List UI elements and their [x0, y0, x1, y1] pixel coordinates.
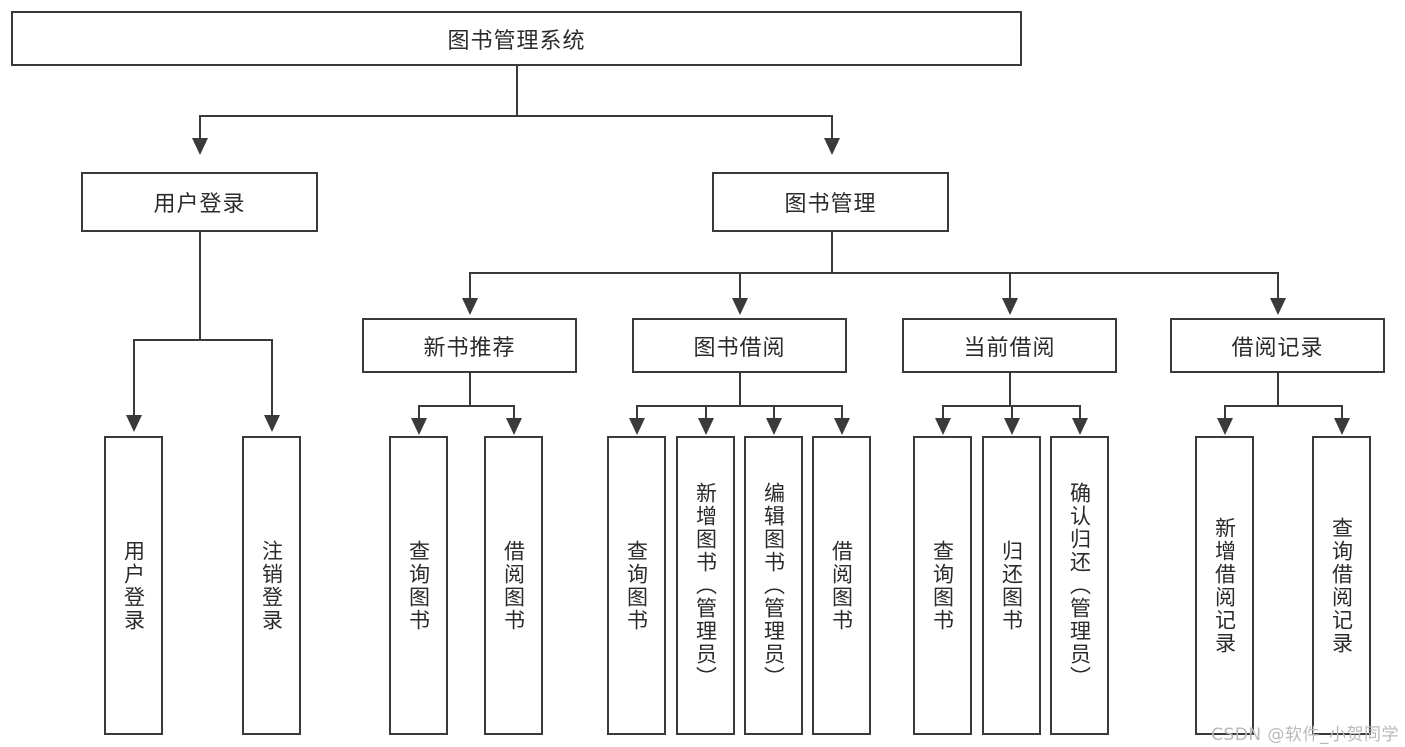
node-label: 当前借阅 — [963, 335, 1056, 361]
arrow-user-login-to-leaf-2 — [264, 415, 280, 432]
connector-root-drop-book-management — [831, 115, 833, 140]
node-book-borrow[interactable]: 图书借阅 — [632, 318, 847, 373]
connector-current-borrow-drop-2 — [1011, 405, 1013, 420]
connector-current-borrow-bus — [942, 405, 1079, 407]
connector-book-borrow-stem — [739, 373, 741, 406]
node-label: 用户登录 — [153, 192, 246, 217]
connector-new-book-stem — [469, 373, 471, 406]
arrow-current-borrow-to-leaf-3 — [1072, 418, 1088, 435]
node-root-book-management-system[interactable]: 图书管理系统 — [11, 11, 1022, 66]
arrow-bm-to-borrow-record — [1270, 298, 1286, 315]
node-label: 查询图书 — [406, 539, 431, 632]
connector-new-book-drop-2 — [513, 405, 515, 420]
node-label: 用户登录 — [121, 539, 146, 632]
node-label: 借阅图书 — [501, 539, 526, 632]
connector-borrow-record-stem — [1277, 373, 1279, 406]
node-user-login[interactable]: 用户登录 — [81, 172, 318, 232]
arrow-book-borrow-to-leaf-1 — [629, 418, 645, 435]
connector-book-borrow-drop-3 — [773, 405, 775, 420]
node-book-management[interactable]: 图书管理 — [712, 172, 949, 232]
leaf-book-borrow-add-book-admin[interactable]: 新增图书（管理员） — [676, 436, 735, 735]
arrow-borrow-record-to-leaf-1 — [1217, 418, 1233, 435]
node-current-borrow[interactable]: 当前借阅 — [902, 318, 1117, 373]
leaf-new-book-query-book[interactable]: 查询图书 — [389, 436, 448, 735]
arrow-new-book-to-leaf-1 — [411, 418, 427, 435]
connector-user-login-stem — [199, 232, 201, 340]
connector-user-login-drop-1 — [133, 339, 135, 417]
leaf-book-borrow-query-book[interactable]: 查询图书 — [607, 436, 666, 735]
connector-book-management-bus — [469, 272, 1279, 274]
node-label: 确认归还（管理员） — [1067, 482, 1092, 689]
node-label: 借阅图书 — [829, 539, 854, 632]
node-label: 新增图书（管理员） — [693, 482, 718, 689]
connector-book-borrow-drop-1 — [636, 405, 638, 420]
arrow-user-login-to-leaf-1 — [126, 415, 142, 432]
connector-book-borrow-drop-4 — [841, 405, 843, 420]
connector-user-login-drop-2 — [271, 339, 273, 417]
leaf-current-borrow-confirm-return-admin[interactable]: 确认归还（管理员） — [1050, 436, 1109, 735]
connector-borrow-record-drop-1 — [1224, 405, 1226, 420]
leaf-borrow-record-query-record[interactable]: 查询借阅记录 — [1312, 436, 1371, 735]
node-label: 图书借阅 — [693, 335, 786, 361]
arrow-borrow-record-to-leaf-2 — [1334, 418, 1350, 435]
leaf-new-book-borrow-book[interactable]: 借阅图书 — [484, 436, 543, 735]
arrow-root-to-book-management — [824, 138, 840, 155]
leaf-user-login-logout[interactable]: 注销登录 — [242, 436, 301, 735]
arrow-bm-to-current-borrow — [1002, 298, 1018, 315]
connector-new-book-drop-1 — [418, 405, 420, 420]
node-label: 注销登录 — [259, 539, 284, 632]
connector-bm-drop-book-borrow — [739, 272, 741, 300]
node-label: 图书管理系统 — [447, 28, 586, 54]
connector-borrow-record-drop-2 — [1341, 405, 1343, 420]
node-new-book-recommend[interactable]: 新书推荐 — [362, 318, 577, 373]
connector-bm-drop-new-book — [469, 272, 471, 300]
leaf-current-borrow-return-book[interactable]: 归还图书 — [982, 436, 1041, 735]
node-label: 借阅记录 — [1231, 335, 1324, 361]
arrow-bm-to-new-book-recommend — [462, 298, 478, 315]
arrow-book-borrow-to-leaf-2 — [698, 418, 714, 435]
node-label: 图书管理 — [784, 192, 877, 217]
connector-book-borrow-bus — [636, 405, 842, 407]
node-label: 查询图书 — [624, 539, 649, 632]
connector-root-drop-user-login — [199, 115, 201, 140]
node-label: 新增借阅记录 — [1212, 516, 1237, 655]
arrow-new-book-to-leaf-2 — [506, 418, 522, 435]
leaf-user-login-login[interactable]: 用户登录 — [104, 436, 163, 735]
connector-borrow-record-bus — [1224, 405, 1342, 407]
arrow-book-borrow-to-leaf-4 — [834, 418, 850, 435]
node-label: 编辑图书（管理员） — [761, 482, 786, 689]
connector-current-borrow-drop-1 — [942, 405, 944, 420]
connector-current-borrow-drop-3 — [1079, 405, 1081, 420]
arrow-current-borrow-to-leaf-2 — [1004, 418, 1020, 435]
connector-root-stem — [516, 66, 518, 116]
node-label: 查询图书 — [930, 539, 955, 632]
connector-root-bus — [199, 115, 833, 117]
connector-bm-drop-borrow-record — [1277, 272, 1279, 300]
arrow-bm-to-book-borrow — [732, 298, 748, 315]
connector-user-login-bus — [133, 339, 273, 341]
connector-new-book-bus — [418, 405, 514, 407]
arrow-current-borrow-to-leaf-1 — [935, 418, 951, 435]
leaf-book-borrow-borrow-book[interactable]: 借阅图书 — [812, 436, 871, 735]
node-label: 查询借阅记录 — [1329, 516, 1354, 655]
arrow-root-to-user-login — [192, 138, 208, 155]
leaf-book-borrow-edit-book-admin[interactable]: 编辑图书（管理员） — [744, 436, 803, 735]
node-label: 新书推荐 — [423, 335, 516, 361]
node-label: 归还图书 — [999, 539, 1024, 632]
leaf-borrow-record-add-record[interactable]: 新增借阅记录 — [1195, 436, 1254, 735]
node-borrow-record[interactable]: 借阅记录 — [1170, 318, 1385, 373]
connector-current-borrow-stem — [1009, 373, 1011, 406]
connector-book-management-stem — [831, 232, 833, 273]
connector-book-borrow-drop-2 — [705, 405, 707, 420]
arrow-book-borrow-to-leaf-3 — [766, 418, 782, 435]
leaf-current-borrow-query-book[interactable]: 查询图书 — [913, 436, 972, 735]
connector-bm-drop-current-borrow — [1009, 272, 1011, 300]
